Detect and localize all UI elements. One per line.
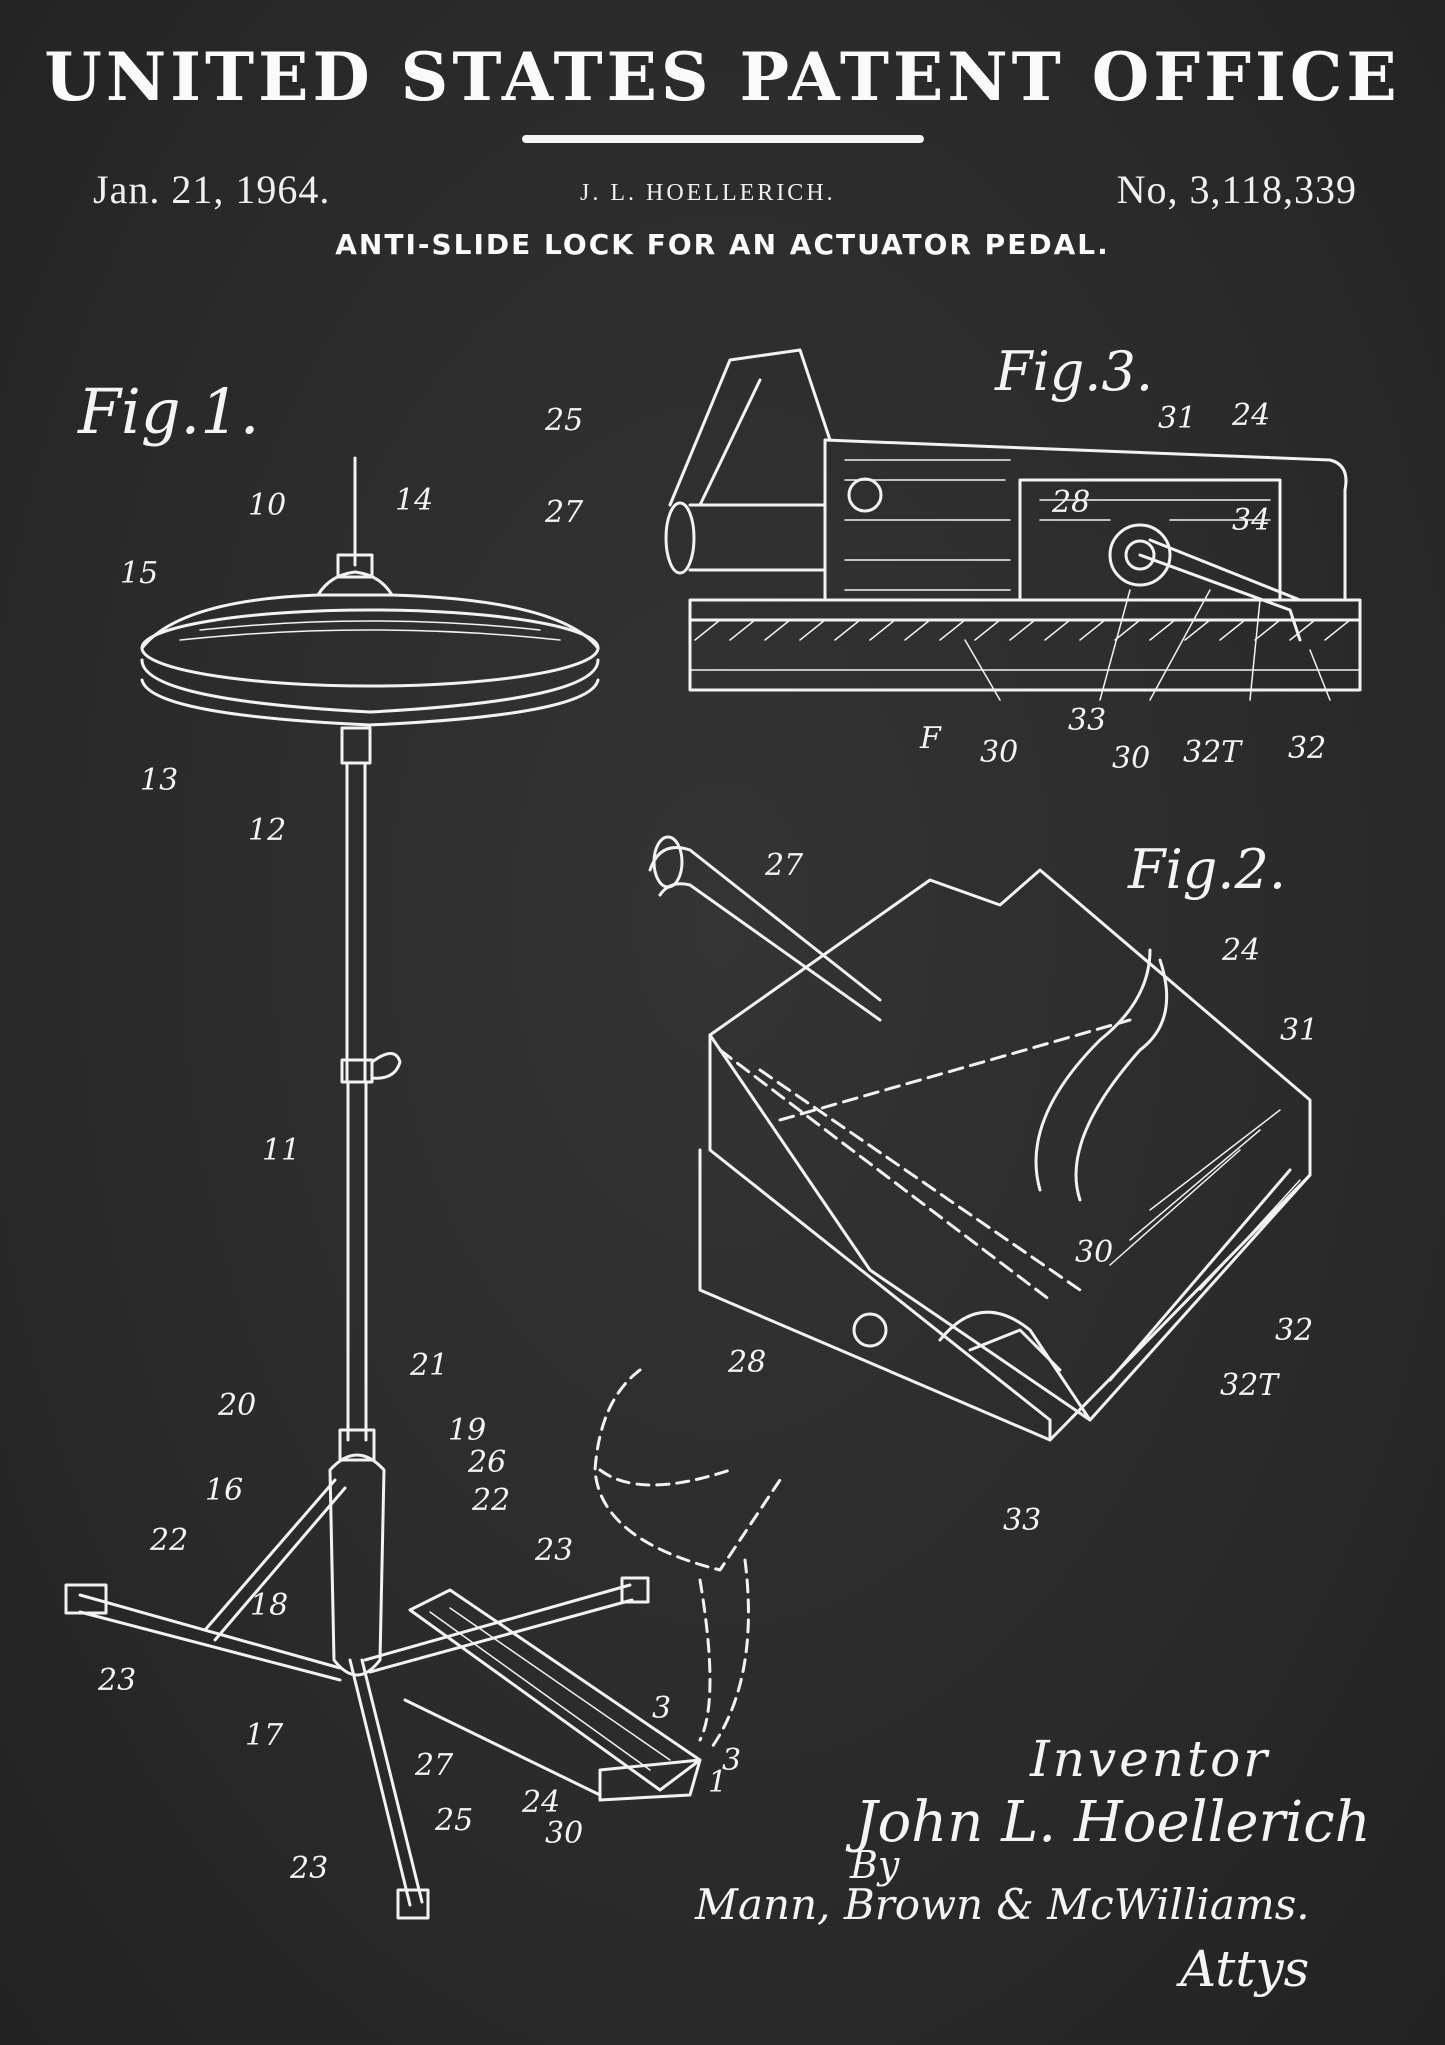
ref-label: 27 [764,848,804,883]
ref-label: 15 [120,556,158,591]
patent-date: Jan. 21, 1964. [93,167,331,212]
fig2-reference-labels: 27 24 31 30 28 32 32T 33 [727,848,1318,1538]
ref-label: 24 [1221,933,1260,968]
ref-label: 32 [1288,731,1326,766]
ref-label: 28 [727,1345,766,1380]
ref-label: 23 [289,1851,328,1886]
ref-label: 13 [140,763,178,798]
ref-label: 30 [545,1816,583,1851]
ref-label: 30 [980,735,1018,770]
ref-label: 26 [467,1445,506,1480]
ref-label: 32T [1183,735,1243,770]
ref-label: 10 [248,488,286,523]
ref-label: 25 [544,403,583,438]
inventor-header: J. L. HOELLERICH. [580,180,836,206]
fig1-reference-labels: 10 14 15 13 12 11 20 21 19 26 22 16 22 2… [97,483,741,1886]
ref-label: 19 [448,1413,486,1448]
attorneys-firm: Mann, Brown & McWilliams. [695,1880,1310,1929]
ref-label: 23 [534,1533,573,1568]
ref-label: 31 [1158,401,1196,436]
fig2-block [648,835,1312,1442]
ref-label: 34 [1232,503,1270,538]
ref-label: 3 [722,1743,741,1778]
fig3-title: Fig.3. [994,340,1153,403]
ref-label: 32 [1275,1313,1313,1348]
ref-label: 24 [1231,398,1270,433]
fig3-section [664,348,1362,701]
ref-label: 16 [205,1473,243,1508]
ref-label: 33 [1003,1503,1041,1538]
ref-label: 22 [149,1523,188,1558]
ref-label: 30 [1075,1235,1113,1270]
ref-label: 22 [471,1483,510,1518]
ref-label: 18 [250,1588,288,1623]
ref-label: 27 [544,495,584,530]
fig1-title: Fig.1. [77,375,259,448]
ref-label: 23 [97,1663,136,1698]
ref-label: 14 [395,483,433,518]
ref-label: 24 [521,1785,560,1820]
ref-label: 3 [652,1691,671,1726]
inventor-signature: John L. Hoellerich [855,1790,1371,1855]
inventor-label: Inventor [1030,1730,1271,1788]
ref-label: 31 [1280,1013,1318,1048]
fig2-title: Fig.2. [1127,838,1286,901]
patent-subtitle: ANTI-SLIDE LOCK FOR AN ACTUATOR PEDAL. [335,228,1110,261]
ref-label: 12 [248,813,286,848]
attorneys-label: Attys [1180,1940,1310,1998]
patent-number: No, 3,118,339 [1116,167,1357,212]
ref-label: 32T [1220,1368,1280,1403]
page-title: UNITED STATES PATENT OFFICE [44,38,1401,116]
ref-label: 28 [1051,485,1090,520]
fig1-hihat-stand [64,456,782,1920]
ref-label: F [919,721,942,756]
by-label: By [850,1843,900,1887]
title-underline [522,135,924,143]
ref-label: 25 [434,1803,473,1838]
ref-label: 33 [1068,703,1106,738]
ref-label: 11 [262,1133,300,1168]
ref-label: 20 [217,1388,256,1423]
fig3-reference-labels: 25 27 31 24 28 34 F 30 33 30 32T 32 [544,398,1326,776]
ref-label: 21 [409,1348,448,1383]
ref-label: 17 [245,1718,284,1753]
ref-label: 30 [1112,741,1150,776]
ref-label: 27 [414,1748,454,1783]
ref-label: 1 [708,1765,727,1800]
